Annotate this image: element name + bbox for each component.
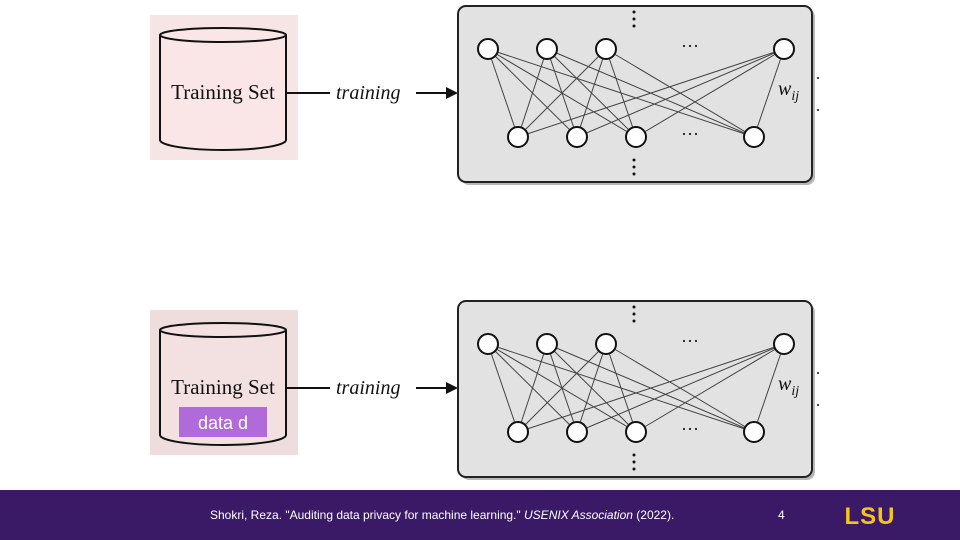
database-label: Training Set xyxy=(171,375,275,399)
ellipsis-bottom-row: ··· xyxy=(681,124,699,144)
input-node xyxy=(773,333,795,355)
output-node xyxy=(743,421,765,443)
network-edges xyxy=(487,48,785,138)
output-node xyxy=(507,421,529,443)
training-label: training xyxy=(336,82,400,104)
output-node xyxy=(625,126,647,148)
input-node xyxy=(773,38,795,60)
weight-label: wij xyxy=(778,78,799,104)
input-node xyxy=(536,333,558,355)
highlight-data-d xyxy=(179,407,267,437)
network-nodes xyxy=(477,38,795,148)
citation-text: Shokri, Reza. "Auditing data privacy for… xyxy=(210,508,525,522)
citation-venue: USENIX Association xyxy=(524,508,633,522)
citation-year: (2022). xyxy=(632,508,675,522)
output-node xyxy=(625,421,647,443)
network-box xyxy=(457,5,813,183)
citation: Shokri, Reza. "Auditing data privacy for… xyxy=(210,508,674,522)
arrow-head xyxy=(446,382,458,394)
database-cylinder xyxy=(159,35,287,151)
input-node xyxy=(595,38,617,60)
input-node xyxy=(477,333,499,355)
vertical-dots xyxy=(632,305,636,471)
page-number: 4 xyxy=(778,508,785,522)
input-node xyxy=(477,38,499,60)
diagram-svg-top: Training Set training ··· ··· xyxy=(150,5,819,185)
highlight-label: data d xyxy=(198,413,248,433)
diagram-panel-top: Training Set training ··· ··· xyxy=(0,0,960,200)
network-nodes xyxy=(477,333,795,443)
vertical-dots xyxy=(632,10,636,176)
database-label: Training Set xyxy=(171,80,275,104)
input-node xyxy=(536,38,558,60)
output-node xyxy=(743,126,765,148)
input-node xyxy=(595,333,617,355)
weight-label: wij xyxy=(778,373,799,399)
training-label: training xyxy=(336,377,400,399)
database-top xyxy=(159,27,287,43)
database-top xyxy=(159,322,287,338)
output-node xyxy=(566,421,588,443)
lsu-logo: LSU xyxy=(845,503,896,529)
network-box xyxy=(457,300,813,478)
output-node xyxy=(566,126,588,148)
diagram-panel-bottom: Training Set data d training ··· ··· xyxy=(0,295,960,495)
ellipsis-bottom-row: ··· xyxy=(681,419,699,439)
diagram-svg-bottom: Training Set data d training ··· ··· xyxy=(150,300,819,480)
ellipsis-top-row: ··· xyxy=(681,331,699,351)
network-edges xyxy=(487,343,785,433)
ellipsis-top-row: ··· xyxy=(681,36,699,56)
arrow-head xyxy=(446,87,458,99)
logo-text: LSU xyxy=(845,503,896,529)
output-node xyxy=(507,126,529,148)
footer-bar: Shokri, Reza. "Auditing data privacy for… xyxy=(0,490,960,540)
